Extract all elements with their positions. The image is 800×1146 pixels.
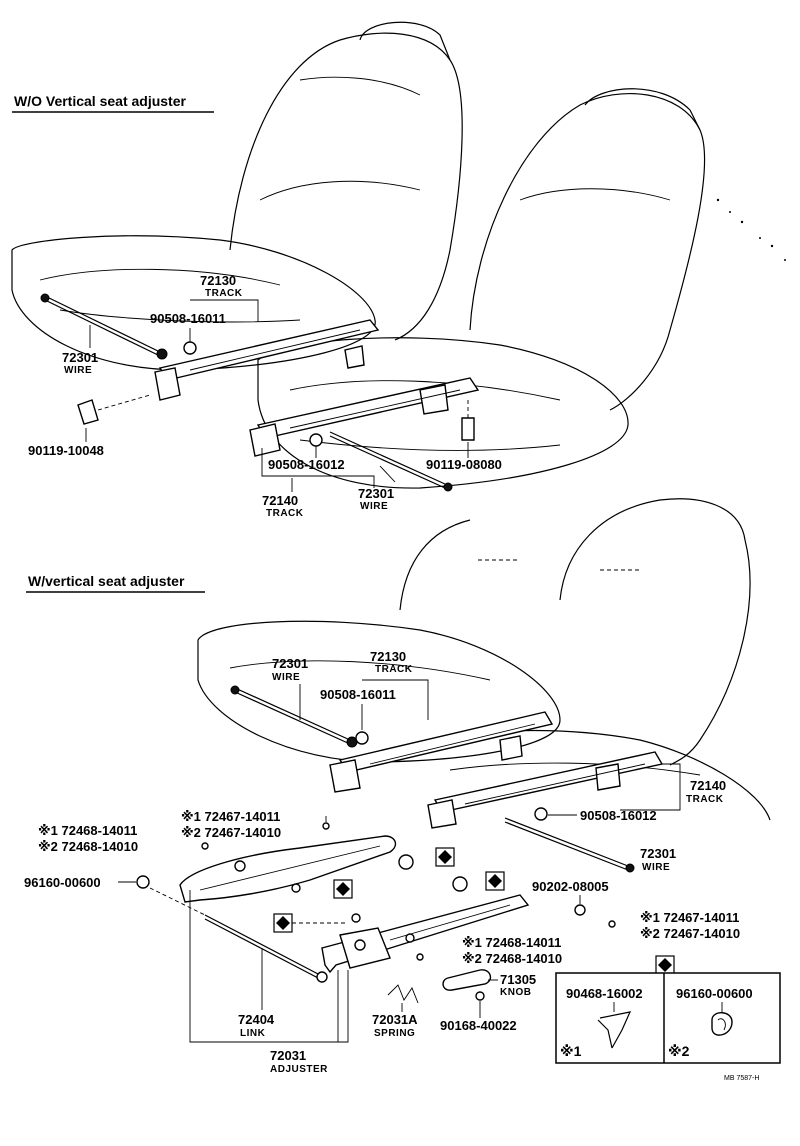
top-track-rear xyxy=(154,319,380,401)
top-wire-left-cap: WIRE xyxy=(64,365,92,376)
bottom-grommet-label: 96160-00600 xyxy=(24,875,101,890)
bottom-track-rear xyxy=(329,711,554,793)
top-track-rear-cap: TRACK xyxy=(205,288,243,299)
top-wire-right-cap: WIRE xyxy=(360,501,388,512)
bottom-nut-rear-label: 90508-16011 xyxy=(320,687,396,702)
top-wire-left-num: 72301 xyxy=(62,350,98,365)
bottom-wire-left xyxy=(230,685,358,748)
bottom-track-front-cap: TRACK xyxy=(686,794,724,805)
bottom-wire-left-cap: WIRE xyxy=(272,672,300,683)
top-nut-rear-shape xyxy=(183,341,197,355)
bottom-track-front xyxy=(427,735,664,829)
grommet-inset-shape xyxy=(711,1012,733,1036)
top-bolt-left-shape xyxy=(77,399,99,425)
bottom-track-rear-num: 72130 xyxy=(370,649,406,664)
top-bolt-left-label: 90119-10048 xyxy=(28,443,104,458)
scan-speckles xyxy=(716,198,786,261)
bottom-spring-num: 72031A xyxy=(372,1012,418,1027)
bottom-link-cap: LINK xyxy=(240,1028,266,1039)
top-wire-right xyxy=(329,431,453,492)
bottom-nut-rear-shape xyxy=(355,731,369,745)
bottom-link-num: 72404 xyxy=(238,1012,275,1027)
bottom-section: W/vertical seat adjuster xyxy=(24,498,771,1075)
top-wire-left xyxy=(40,293,168,360)
spring-shape xyxy=(387,984,419,1004)
top-bolt-right-label: 90119-08080 xyxy=(426,457,502,472)
clip-shape xyxy=(597,1011,632,1049)
bottom-track-front-num: 72140 xyxy=(690,778,726,793)
bottom-screw-c1: ※1 72467-14011 xyxy=(640,910,739,925)
bottom-spring-cap: SPRING xyxy=(374,1028,415,1039)
seat-left-drawing xyxy=(11,21,463,371)
diamond-markers xyxy=(273,847,675,975)
bottom-wire-right xyxy=(504,817,635,873)
bottom-screw-b1: ※1 72468-14011 xyxy=(38,823,137,838)
bottom-wire-left-num: 72301 xyxy=(272,656,308,671)
footer-code: MB 7587-H xyxy=(724,1075,759,1082)
top-nut-front-label: 90508-16012 xyxy=(268,457,345,472)
bottom-screw-a2: ※2 72467-14010 xyxy=(181,825,281,840)
bottom-track-rear-cap: TRACK xyxy=(375,664,413,675)
inset-right-mark: ※2 xyxy=(668,1043,690,1059)
bottom-adjuster-num: 72031 xyxy=(270,1048,306,1063)
inset-left-label: 90468-16002 xyxy=(566,986,643,1001)
link-shape xyxy=(204,914,321,976)
bottom-knob-num: 71305 xyxy=(500,972,536,987)
bottom-screw-d1: ※1 72468-14011 xyxy=(462,935,561,950)
top-track-rear-num: 72130 xyxy=(200,273,236,288)
top-nut-rear-label: 90508-16011 xyxy=(150,311,226,326)
top-track-front-cap: TRACK xyxy=(266,508,304,519)
bottom-screw-d2: ※2 72468-14010 xyxy=(462,951,562,966)
top-bolt-right-shape xyxy=(461,417,475,441)
adjuster-assembly xyxy=(136,822,616,1004)
bottom-screw-b2: ※2 72468-14010 xyxy=(38,839,138,854)
top-wire-right-num: 72301 xyxy=(358,486,394,501)
top-track-front-num: 72140 xyxy=(262,493,298,508)
top-header: W/O Vertical seat adjuster xyxy=(14,93,187,109)
seat-right-drawing xyxy=(257,88,706,489)
inset-box: 90468-16002 96160-00600 ※1 ※2 xyxy=(555,972,781,1064)
knob-shape xyxy=(442,969,492,991)
bottom-screw-a1: ※1 72467-14011 xyxy=(181,809,280,824)
bottom-screw-e-label: 90168-40022 xyxy=(440,1018,517,1033)
top-track-front xyxy=(249,345,480,457)
bottom-wire-right-cap: WIRE xyxy=(642,862,670,873)
bottom-seat-drawing xyxy=(197,498,771,821)
bottom-nut-front-label: 90508-16012 xyxy=(580,808,657,823)
bottom-knob-cap: KNOB xyxy=(500,987,531,998)
top-section: W/O Vertical seat adjuster xyxy=(11,21,786,519)
top-nut-front-shape xyxy=(309,433,323,447)
bottom-adjuster-cap: ADJUSTER xyxy=(270,1064,328,1075)
bottom-header: W/vertical seat adjuster xyxy=(28,573,185,589)
inset-left-mark: ※1 xyxy=(560,1043,582,1059)
bottom-nut-front-shape xyxy=(534,807,548,821)
bottom-screw-c2: ※2 72467-14010 xyxy=(640,926,740,941)
grommet-shape xyxy=(136,875,150,889)
bottom-wire-right-num: 72301 xyxy=(640,846,676,861)
bottom-nut-c-label: 90202-08005 xyxy=(532,879,609,894)
inset-right-label: 96160-00600 xyxy=(676,986,753,1001)
